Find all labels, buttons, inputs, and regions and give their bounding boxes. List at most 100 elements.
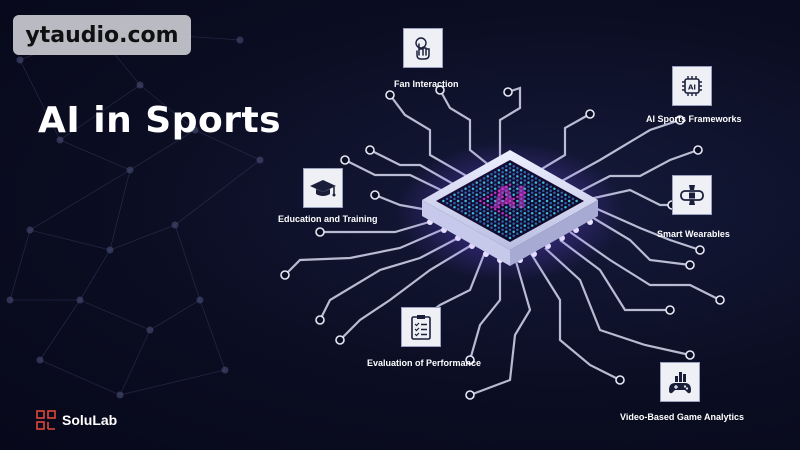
chip-led xyxy=(460,189,464,193)
network-node xyxy=(116,391,124,399)
chip-led xyxy=(530,195,534,199)
chip-led xyxy=(519,185,523,188)
chip-led xyxy=(527,193,530,197)
trace-terminal xyxy=(665,305,675,315)
chip-led xyxy=(505,214,508,217)
chip-led xyxy=(556,210,560,213)
chip-led xyxy=(479,207,482,211)
chip-led xyxy=(490,210,493,213)
chip-led xyxy=(519,230,523,234)
chip-led xyxy=(501,203,504,207)
chip-led xyxy=(493,224,497,227)
chip-led xyxy=(530,191,534,195)
chip-led xyxy=(497,222,501,225)
feature-ai-sports-frameworks: AI Sports Frameworks xyxy=(646,114,742,124)
chip-led xyxy=(508,216,512,219)
chip-led xyxy=(516,216,519,219)
chip-led xyxy=(538,216,541,219)
chip-led xyxy=(497,214,501,217)
chip-led xyxy=(512,214,515,217)
chip-led xyxy=(523,216,527,219)
chip-led xyxy=(445,201,449,205)
chip-led xyxy=(549,193,552,197)
chip-led xyxy=(516,224,519,227)
network-node xyxy=(136,81,144,89)
chip-led xyxy=(523,212,527,215)
chip-led xyxy=(482,214,486,217)
network-node xyxy=(126,166,134,174)
chip-led xyxy=(486,216,490,219)
solulab-brand-name: SoluLab xyxy=(62,412,118,428)
chip-led xyxy=(468,193,471,197)
chip-led xyxy=(523,203,527,207)
chip-led xyxy=(560,199,564,203)
chip-led xyxy=(542,210,545,213)
chip-led xyxy=(530,220,534,223)
trace-terminal xyxy=(335,335,345,345)
chip-led xyxy=(456,195,460,199)
chip-led xyxy=(538,191,541,195)
chip-led xyxy=(501,191,504,195)
chip-led xyxy=(442,199,445,203)
chip-led xyxy=(479,220,482,223)
chip-led xyxy=(527,189,530,193)
chip-led xyxy=(512,222,515,225)
chip-led xyxy=(516,212,519,215)
chip-led xyxy=(501,166,504,170)
chip-led xyxy=(479,199,482,203)
chip-led xyxy=(560,191,564,195)
chip-led xyxy=(556,193,560,197)
chip-led xyxy=(545,195,549,199)
chip-led xyxy=(549,201,552,205)
chip-led xyxy=(486,179,490,182)
chip-led xyxy=(493,195,497,199)
chip-led xyxy=(527,210,530,213)
smartwatch-icon xyxy=(672,175,712,215)
chip-led xyxy=(497,181,501,184)
chip-led xyxy=(538,199,541,203)
network-link xyxy=(39,299,81,361)
chip-led xyxy=(523,224,527,227)
chip-led xyxy=(523,183,527,186)
chip-led xyxy=(486,187,490,190)
feature-fan-interaction: Fan Interaction xyxy=(394,79,459,89)
chip-led xyxy=(486,203,490,207)
chip-led xyxy=(490,226,493,229)
network-node xyxy=(146,326,154,334)
chip-led xyxy=(516,187,519,190)
chip-led xyxy=(508,224,512,227)
chip-led xyxy=(497,218,501,221)
chip-led xyxy=(519,218,523,221)
feature-evaluation-of-performance: Evaluation of Performance xyxy=(367,358,482,368)
chip-led xyxy=(508,171,512,174)
chip-led xyxy=(486,212,490,215)
chip-led xyxy=(512,234,515,238)
chip-led xyxy=(530,187,534,190)
chip-led xyxy=(542,193,545,197)
chip-led xyxy=(505,169,508,172)
chip-led xyxy=(482,181,486,184)
chip-led xyxy=(545,191,549,195)
network-node xyxy=(26,226,34,234)
chip-led xyxy=(512,218,515,221)
chip-led xyxy=(527,177,530,180)
chip-led xyxy=(519,201,523,205)
chip-led xyxy=(512,205,515,209)
chip-led xyxy=(534,181,538,184)
chip-led xyxy=(464,212,467,215)
chip-led xyxy=(519,210,523,213)
chip-led xyxy=(530,179,534,182)
chip-led xyxy=(505,164,508,168)
chip-led xyxy=(475,197,478,201)
chip-led xyxy=(549,214,552,217)
chip-led xyxy=(490,218,493,221)
chip-led xyxy=(508,212,512,215)
chip-led xyxy=(508,220,512,223)
chip-led xyxy=(508,183,512,186)
chip-led xyxy=(534,214,538,217)
network-node xyxy=(191,126,199,134)
chip-led xyxy=(490,205,493,209)
trace-terminal xyxy=(675,115,685,125)
chip-led xyxy=(519,214,523,217)
chip-led xyxy=(556,189,560,193)
